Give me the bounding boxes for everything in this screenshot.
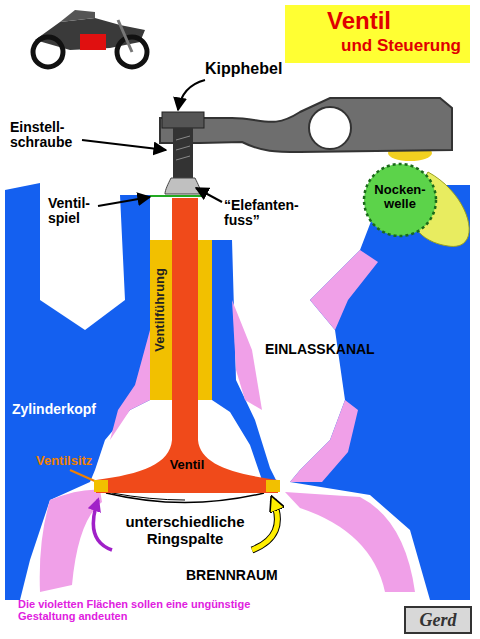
purple-arrow [93,500,112,550]
elephant-foot [165,178,201,194]
region-label: EINLASSKANAL [265,342,375,357]
leader-arrow [196,188,222,202]
valve-clearance [150,195,205,197]
cylinder-head [5,183,150,600]
screw-thread [176,146,190,150]
rocker-arm [160,98,452,152]
ring-gap [106,493,264,503]
part-label: Einstell- schraube [10,120,90,151]
title-box: Ventil und Steuerung [285,5,470,63]
valve-guide: Ventilführung [150,240,212,400]
rocker-pivot [309,107,351,149]
camshaft-label: Nocken- welle [366,183,434,212]
motorcycle-tank [60,10,95,22]
lock-nut [162,112,204,128]
motorcycle-engine [80,34,106,50]
yellow-arrow-outline [252,500,277,550]
title-text: Ventil [327,8,391,34]
region-label: BRENNRAUM [186,568,278,583]
logo-text: Gerd [406,611,470,631]
ring-gap [112,493,185,500]
leader-arrow [82,140,166,150]
bad-surface [290,400,358,482]
valve-seat [94,480,108,492]
cylinder-head [212,240,276,480]
leader-arrow [178,80,205,110]
logo-box: Gerd [404,606,472,634]
bad-surface [232,300,262,410]
part-label: Zylinderkopf [12,402,96,417]
bad-surface [110,330,150,440]
bad-surface [40,490,102,592]
adjusting-screw [173,128,193,180]
motorcycle-fork [118,20,132,52]
valve-guide-label: Ventilführung [153,268,167,352]
subtitle-text: und Steuerung [341,37,461,56]
part-label: Ventilsitz [36,454,92,468]
bad-surface [310,250,378,330]
camshaft-circle [364,164,436,236]
part-label: Kipphebel [205,60,282,78]
valve-label: Ventil [92,458,282,472]
camshaft-circle: Nocken- welle [362,162,438,238]
callout-label: unterschiedliche Ringspalte [108,514,262,547]
screw-thread [176,136,190,140]
valve-head: Ventil [92,440,282,493]
leader-line [70,470,97,482]
screw-thread [176,156,190,160]
leader-arrow [98,197,150,206]
yellow-arrow [252,500,277,550]
motorcycle-wheel [33,37,63,67]
note-text: Die violetten Flächen sollen eine ungüns… [18,598,276,622]
part-label: Ventil- spiel [48,196,103,227]
bad-surface [285,492,415,592]
part-label: “Elefanten- fuss” [224,198,324,229]
valve-seat [266,480,280,492]
